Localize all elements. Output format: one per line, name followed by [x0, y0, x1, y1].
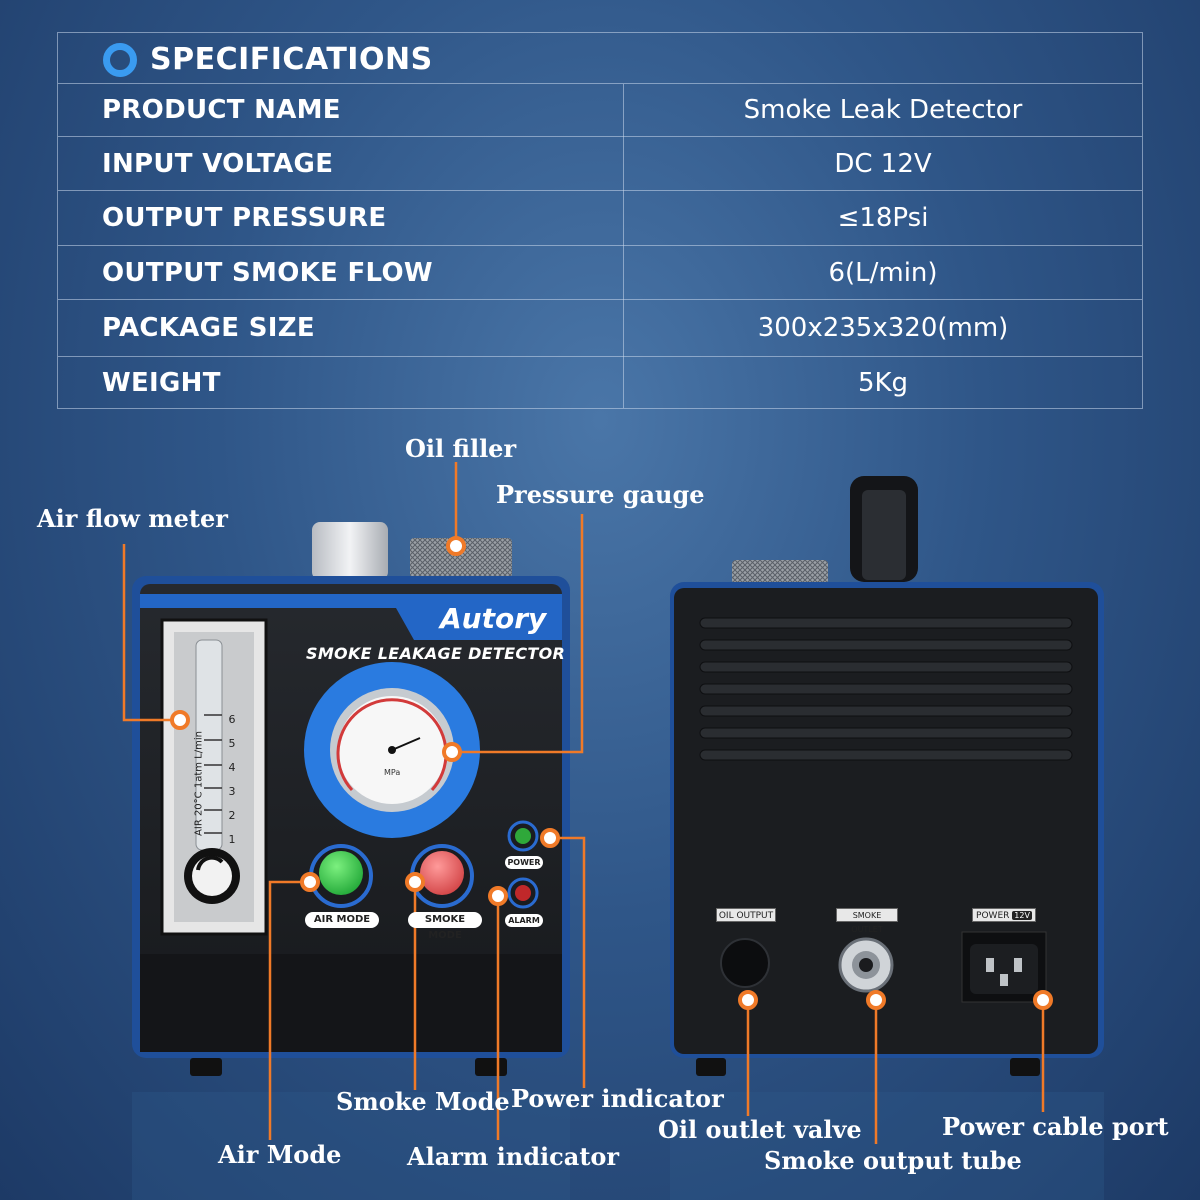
spec-value: Smoke Leak Detector	[743, 95, 1023, 125]
power-label: POWER	[505, 856, 543, 869]
spec-value: 300x235x320(mm)	[757, 313, 1009, 343]
scale-number: 1	[228, 833, 236, 846]
vent-grille	[699, 617, 1073, 761]
scale-number: 2	[228, 809, 236, 822]
callout-dot	[446, 536, 466, 556]
spec-key: OUTPUT PRESSURE	[102, 203, 387, 233]
oil-filler-cap	[410, 538, 512, 578]
table-divider	[623, 84, 624, 408]
callout-power-cable-port: Power cable port	[942, 1112, 1169, 1141]
callout-dot	[1033, 990, 1053, 1010]
table-row: OUTPUT PRESSURE ≤18Psi	[58, 191, 1142, 246]
callout-dot	[488, 886, 508, 906]
spec-value: 6(L/min)	[828, 257, 938, 288]
scale-number: 3	[228, 785, 236, 798]
callout-air-flow-meter: Air flow meter	[37, 504, 228, 533]
spec-key: INPUT VOLTAGE	[102, 148, 334, 179]
table-row: PACKAGE SIZE 300x235x320(mm)	[58, 300, 1142, 357]
spec-key: OUTPUT SMOKE FLOW	[102, 257, 433, 288]
scale-number: 6	[228, 713, 236, 726]
ring-icon	[103, 43, 137, 77]
table-row: WEIGHT 5Kg	[58, 357, 1142, 409]
air-mode-button	[319, 851, 363, 895]
spec-value: DC 12V	[834, 148, 932, 179]
brand-logo: Autory	[440, 602, 547, 635]
oil-output-tag: OIL OUTPUT	[716, 908, 776, 922]
specifications-header: SPECIFICATIONS	[58, 33, 1142, 84]
callout-smoke-mode: Smoke Mode	[336, 1087, 510, 1116]
oil-outlet-valve	[720, 938, 770, 988]
model-name: SMOKE LEAKAGE DETECTOR	[306, 644, 566, 663]
callout-alarm-indicator: Alarm indicator	[407, 1142, 620, 1171]
gauge-unit: MPa	[384, 768, 401, 777]
alarm-led	[515, 885, 531, 901]
table-row: INPUT VOLTAGE DC 12V	[58, 137, 1142, 191]
callout-smoke-output-tube: Smoke output tube	[764, 1146, 1022, 1175]
callout-dot	[442, 742, 462, 762]
handle	[312, 522, 388, 580]
spec-value: 5Kg	[857, 368, 909, 398]
callout-dot	[170, 710, 190, 730]
flow-meter-scale: 6 5 4 3 2 1	[226, 708, 238, 852]
power-tag: POWER 12V	[972, 908, 1036, 922]
smoke-mode-label: SMOKE MODE	[408, 912, 482, 941]
callout-power-indicator: Power indicator	[511, 1084, 724, 1113]
callout-dot	[738, 990, 758, 1010]
scale-number: 5	[228, 737, 236, 750]
callout-dot	[405, 872, 425, 892]
specifications-title: SPECIFICATIONS	[150, 42, 433, 77]
callout-air-mode: Air Mode	[218, 1140, 342, 1169]
callout-dot	[866, 990, 886, 1010]
flow-meter-text: AIR 20°C 1atm L/min	[193, 731, 205, 836]
power-tag-text: POWER	[976, 911, 1010, 921]
smoke-mode-button	[420, 851, 464, 895]
callout-oil-filler: Oil filler	[405, 434, 517, 463]
power-led	[515, 828, 531, 844]
table-row: OUTPUT SMOKE FLOW 6(L/min)	[58, 246, 1142, 300]
air-mode-label: AIR MODE	[305, 912, 379, 928]
scale-number: 4	[228, 761, 236, 774]
callout-pressure-gauge: Pressure gauge	[496, 480, 705, 509]
rear-oil-filler-cap	[732, 560, 828, 584]
table-row: PRODUCT NAME Smoke Leak Detector	[58, 84, 1142, 137]
spec-key: WEIGHT	[102, 368, 221, 398]
callout-dot	[540, 828, 560, 848]
callout-oil-outlet-valve: Oil outlet valve	[658, 1115, 862, 1144]
spec-key: PRODUCT NAME	[102, 95, 341, 125]
spec-key: PACKAGE SIZE	[102, 313, 315, 343]
spec-value: ≤18Psi	[837, 203, 929, 233]
callout-dot	[300, 872, 320, 892]
power-12v-badge: 12V	[1012, 911, 1032, 920]
smoke-outlet-tag: SMOKE OUTLET	[836, 908, 898, 934]
alarm-label: ALARM	[505, 914, 543, 927]
specifications-table: SPECIFICATIONS PRODUCT NAME Smoke Leak D…	[57, 32, 1143, 409]
